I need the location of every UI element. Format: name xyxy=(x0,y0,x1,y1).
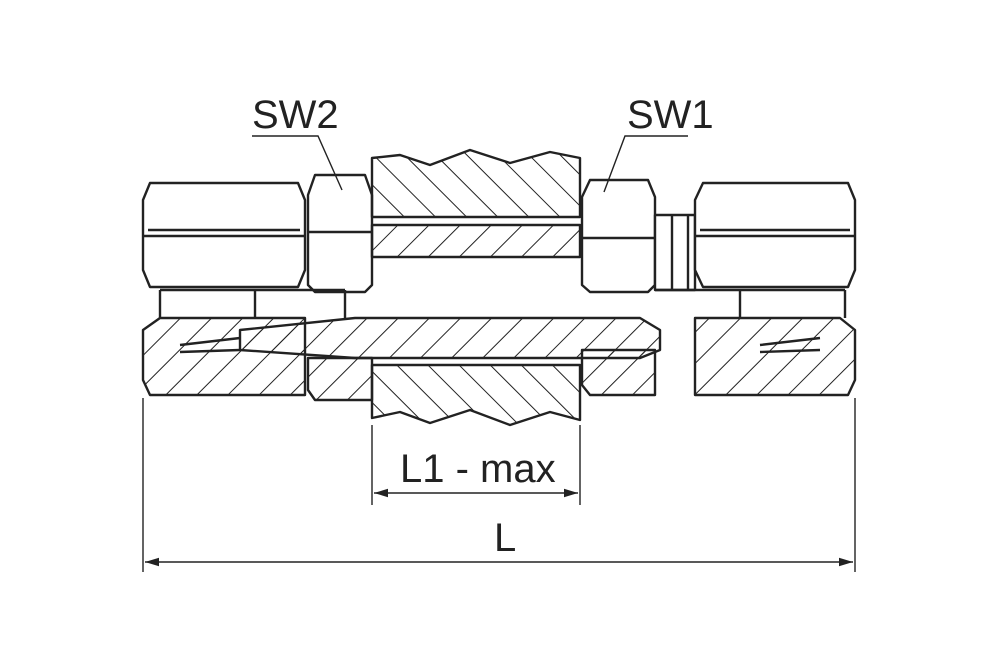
sw1-leader xyxy=(603,135,688,193)
right-lock-nut xyxy=(580,178,657,397)
right-coupling xyxy=(653,213,697,292)
l1-dimension xyxy=(371,425,581,505)
sw2-label: SW2 xyxy=(252,93,339,137)
sw2-leader xyxy=(252,135,343,191)
right-union-nut xyxy=(655,181,857,397)
central-body xyxy=(158,288,662,360)
sw1-label: SW1 xyxy=(627,93,714,137)
pipe-lower xyxy=(370,363,582,427)
pipe-upper xyxy=(370,148,582,259)
l-dimension xyxy=(142,398,856,572)
left-lock-nut xyxy=(306,173,374,402)
l1-max-label: L1 - max xyxy=(400,447,556,491)
l-label: L xyxy=(494,516,516,560)
